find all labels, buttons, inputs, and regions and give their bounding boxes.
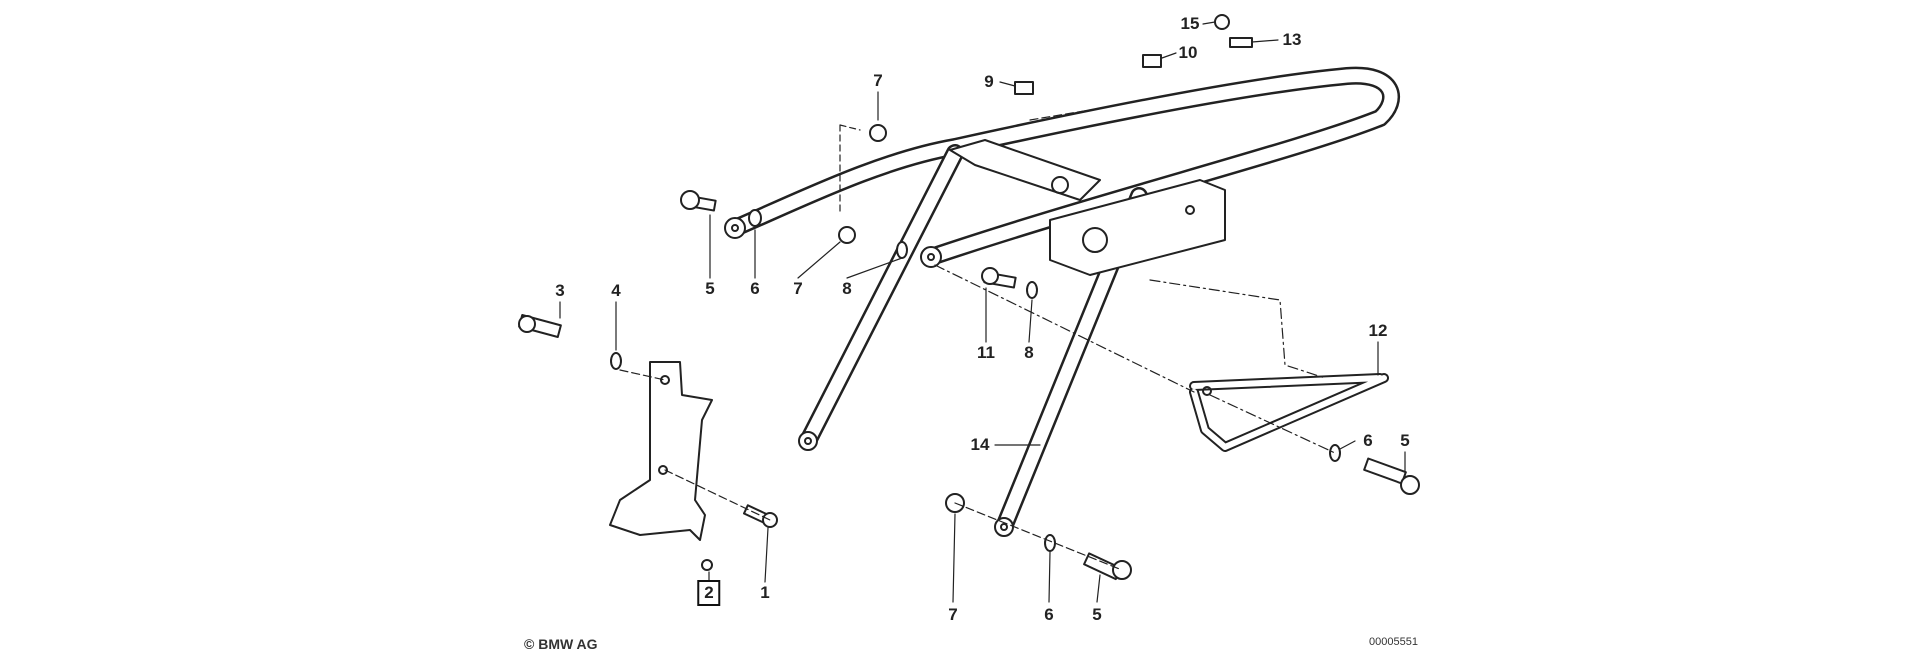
bracket-2 xyxy=(609,361,713,541)
callout-8: 8 xyxy=(842,279,852,298)
callout-7: 7 xyxy=(873,71,883,90)
callout-2-boxed: 2 xyxy=(697,580,721,606)
rear-frame-tube xyxy=(724,66,1400,268)
callout-3: 3 xyxy=(555,281,565,300)
callout-6: 6 xyxy=(750,279,760,298)
callout-6: 6 xyxy=(1363,431,1373,450)
callout-13: 13 xyxy=(1282,30,1302,49)
fasteners xyxy=(518,14,1420,581)
callout-12: 12 xyxy=(1368,321,1388,340)
callout-10: 10 xyxy=(1178,43,1198,62)
callout-6: 6 xyxy=(1044,605,1054,624)
copyright: © BMW AG xyxy=(524,636,598,652)
callout-1: 1 xyxy=(760,583,770,602)
leader-lines xyxy=(559,21,1406,603)
callout-11: 11 xyxy=(977,343,995,362)
callout-7: 7 xyxy=(793,279,803,298)
callout-5: 5 xyxy=(705,279,715,298)
strut-left xyxy=(798,144,964,451)
image-number: 00005551 xyxy=(1369,636,1418,648)
callout-5: 5 xyxy=(1400,431,1410,450)
callout-4: 4 xyxy=(611,281,621,300)
callout-14: 14 xyxy=(970,435,990,454)
callout-15: 15 xyxy=(1180,14,1200,33)
cross-plate xyxy=(949,139,1101,201)
callout-8: 8 xyxy=(1024,343,1034,362)
callout-7: 7 xyxy=(948,605,958,624)
callout-9: 9 xyxy=(984,72,994,91)
callout-5: 5 xyxy=(1092,605,1102,624)
